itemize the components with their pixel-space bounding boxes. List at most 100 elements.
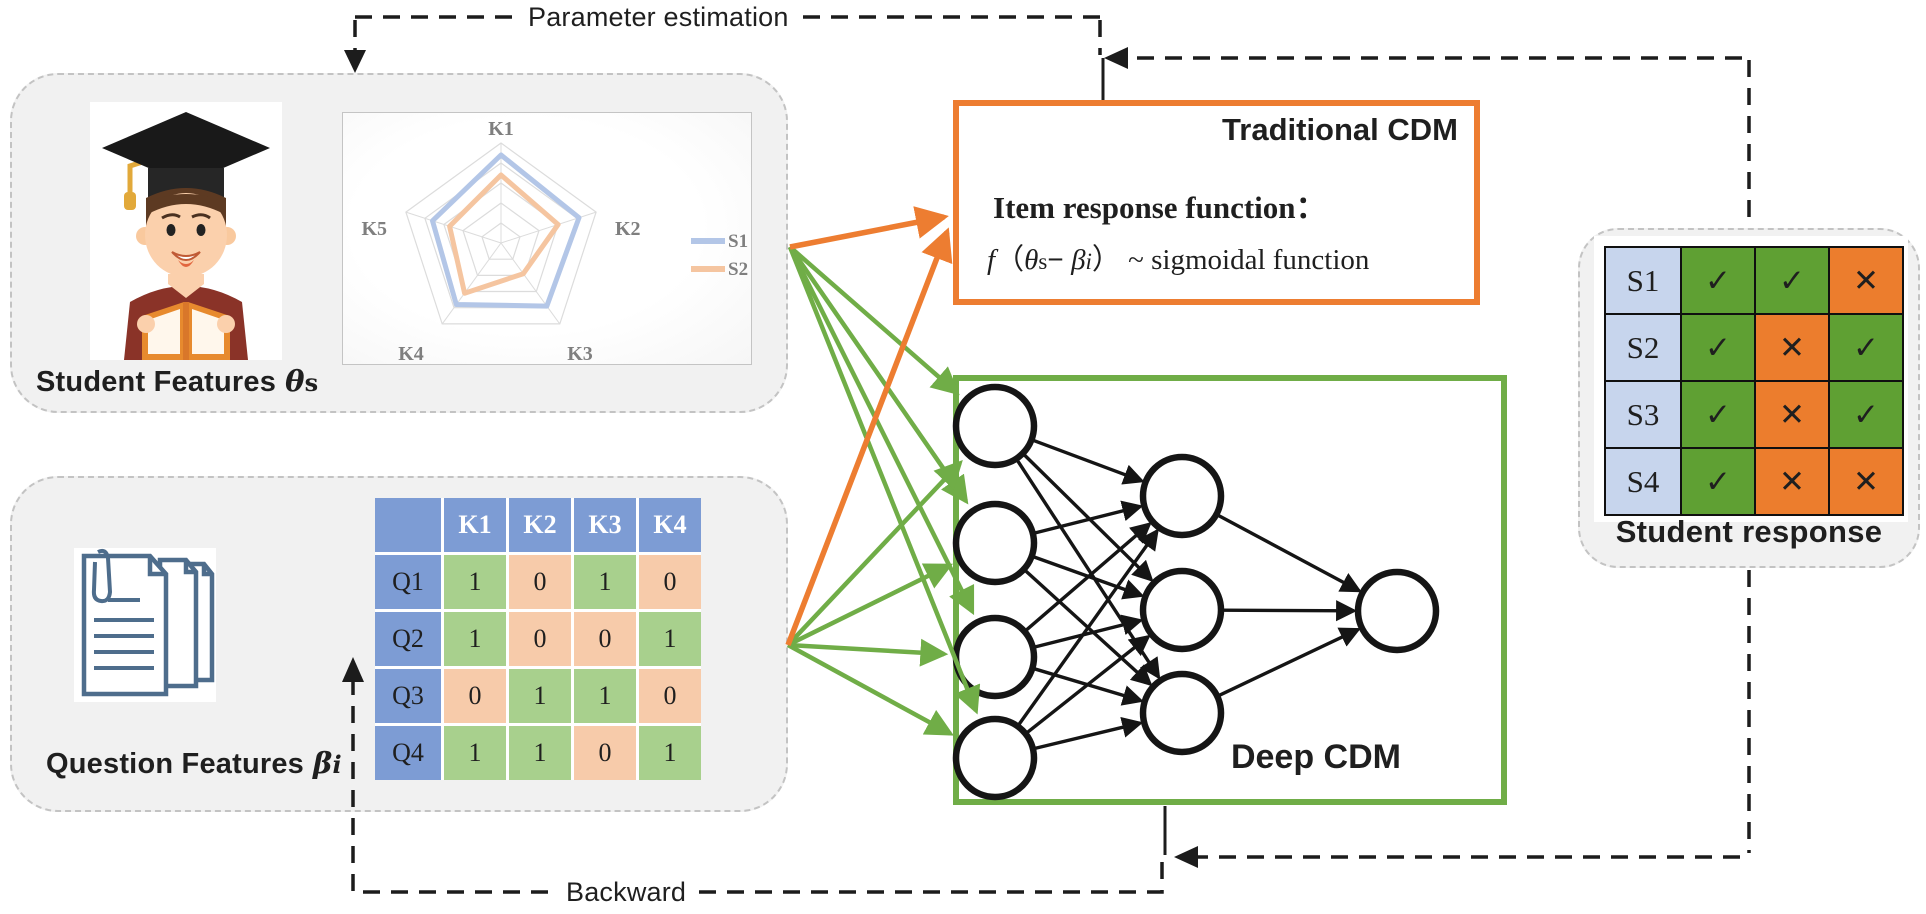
formula-open-paren: （: [995, 244, 1025, 276]
radar-series-s2: [447, 172, 561, 296]
avatar-eye-left: [166, 224, 176, 236]
student-avatar-icon: [102, 112, 270, 360]
correct-mark: ✓: [1680, 246, 1756, 315]
radar-axis-label-k4: K4: [398, 343, 424, 365]
wrong-mark: ✕: [1828, 447, 1904, 516]
q-matrix-cell: 0: [509, 612, 571, 666]
green-arrow-to-input: [786, 460, 963, 647]
q-matrix-cell: 1: [509, 669, 571, 723]
wrong-mark: ✕: [1828, 246, 1904, 315]
avatar-tassel-end: [124, 192, 136, 210]
avatar-tongue: [178, 260, 194, 267]
green-arrow-to-input: [787, 246, 981, 715]
q-matrix-rowlabel-q2: Q2: [375, 612, 441, 666]
avatar-brow-left: [161, 213, 181, 220]
response-rowlabel-s4: S4: [1604, 447, 1682, 516]
legend-label-s1: S1: [728, 231, 748, 252]
correct-mark: ✓: [1828, 380, 1904, 449]
beta-symbol: β: [313, 746, 333, 780]
formula-f: f: [987, 244, 996, 276]
student-features-text: Student Features: [36, 366, 277, 398]
formula-beta: β: [1071, 244, 1086, 276]
avatar-eye-right: [196, 224, 206, 236]
green-arrow-to-input: [786, 643, 954, 736]
avatar-face: [145, 193, 227, 277]
correct-mark: ✓: [1680, 313, 1756, 382]
student-response-table: S1✓✓✕S2✓✕✓S3✓✕✓S4✓✕✕: [1604, 246, 1904, 516]
correct-mark: ✓: [1754, 246, 1830, 315]
radar-grid-ring: [481, 222, 521, 260]
q-matrix-header-k4: K4: [639, 498, 701, 552]
theta-subscript: s: [304, 368, 319, 397]
formula-tail: ~ sigmoidal function: [1128, 244, 1370, 276]
radar-axis-label-k5: K5: [361, 218, 387, 240]
q-matrix-corner-cell: [375, 498, 441, 552]
green-arrow-to-input: [788, 245, 969, 505]
item-response-formula: f（θs− βi） ~ sigmoidal function: [987, 236, 1369, 278]
radar-grid-ring: [405, 142, 597, 325]
green-arrow-to-input: [787, 245, 975, 616]
radar-series-s1: [430, 152, 582, 309]
avatar-hand-right: [217, 315, 235, 333]
q-matrix-cell: 0: [574, 612, 636, 666]
arrowhead-into-traditional-junction: [1104, 47, 1128, 69]
response-row-s1: S1✓✓✕: [1604, 246, 1904, 315]
avatar-brow-right: [191, 213, 211, 220]
theta-symbol: θ: [285, 364, 305, 398]
radar-axis-label-k3: K3: [567, 343, 593, 365]
response-rowlabel-s3: S3: [1604, 380, 1682, 449]
correct-mark: ✓: [1828, 313, 1904, 382]
radar-axis-label-k1: K1: [488, 118, 514, 140]
q-matrix-header-k2: K2: [509, 498, 571, 552]
parameter-estimation-label: Parameter estimation: [518, 2, 799, 33]
response-row-s2: S2✓✕✓: [1604, 313, 1904, 382]
radar-spoke: [405, 211, 502, 244]
q-matrix-cell: 0: [639, 669, 701, 723]
avatar-book-spine: [183, 302, 189, 360]
radar-grid-ring: [462, 202, 540, 276]
response-rowlabel-s2: S2: [1604, 313, 1682, 382]
q-matrix-cell: 1: [444, 726, 506, 780]
deep-cdm-title: Deep CDM: [1230, 738, 1401, 776]
formula-minus: −: [1047, 244, 1064, 276]
documents-icon: [81, 548, 215, 697]
q-matrix-rowlabel-q1: Q1: [375, 555, 441, 609]
avatar-book-page-left: [148, 309, 180, 354]
orange-arrow-question-to-traditional: [785, 227, 953, 646]
q-matrix-cell: 1: [639, 612, 701, 666]
correct-mark: ✓: [1680, 447, 1756, 516]
response-row-s3: S3✓✕✓: [1604, 380, 1904, 449]
green-arrow-to-input: [787, 638, 949, 667]
avatar-book-page-right: [192, 309, 224, 354]
q-matrix-cell: 1: [639, 726, 701, 780]
q-matrix-cell: 0: [639, 555, 701, 609]
response-row-s4: S4✓✕✕: [1604, 447, 1904, 516]
formula-beta-sub: i: [1085, 249, 1092, 274]
green-arrow-to-input: [788, 245, 960, 396]
response-rowlabel-s1: S1: [1604, 246, 1682, 315]
q-matrix-cell: 0: [444, 669, 506, 723]
legend-label-s2: S2: [728, 259, 748, 280]
q-matrix-rowlabel-q3: Q3: [375, 669, 441, 723]
avatar-mouth: [171, 251, 201, 261]
wrong-mark: ✕: [1754, 447, 1830, 516]
wrong-mark: ✕: [1754, 380, 1830, 449]
formula-theta-sub: s: [1038, 249, 1048, 274]
question-documents: [74, 548, 216, 702]
q-matrix-cell: 0: [574, 726, 636, 780]
deep-cdm-box: Deep CDM: [953, 375, 1507, 805]
student-response-label: Student response: [1615, 514, 1883, 549]
avatar-fringe: [148, 194, 224, 214]
question-features-text: Question Features: [46, 748, 305, 780]
doc-fold-middle: [183, 560, 196, 575]
doc-fold-front: [147, 556, 166, 577]
student-avatar: [90, 102, 282, 360]
green-arrow-to-input: [787, 563, 954, 648]
arrowhead-into-student-features: [344, 50, 366, 73]
correct-mark: ✓: [1680, 380, 1756, 449]
